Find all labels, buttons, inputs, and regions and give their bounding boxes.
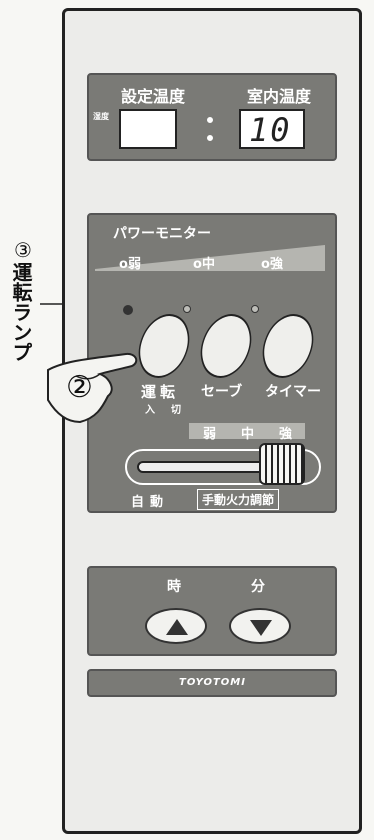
humidity-label: 湿度 xyxy=(93,112,109,121)
save-lamp xyxy=(183,305,191,313)
up-triangle-icon xyxy=(166,619,188,635)
step-2-badge: ② xyxy=(66,370,93,405)
down-triangle-icon xyxy=(250,620,272,636)
minute-label: 分 xyxy=(251,579,265,595)
room-temperature-value: 10 xyxy=(249,111,292,149)
run-button-label: 運転 xyxy=(141,383,180,401)
slider-scale-mid: 中 xyxy=(241,427,255,442)
power-level-high: o強 xyxy=(261,257,283,272)
room-temperature-display: 10 xyxy=(239,109,305,149)
save-button[interactable] xyxy=(191,306,261,386)
room-temperature-label: 室内温度 xyxy=(247,87,312,106)
brand-strip: TOYOTOMI xyxy=(87,669,337,697)
timer-button-label: タイマー xyxy=(265,384,321,400)
power-level-mid: o中 xyxy=(193,257,215,272)
manual-power-label: 手動火力調節 xyxy=(197,489,280,510)
timer-lamp xyxy=(251,305,259,313)
temperature-display-section: 設定温度 室内温度 湿度 10 xyxy=(87,73,337,161)
minute-down-button[interactable] xyxy=(229,608,291,644)
run-on-label: 入 xyxy=(145,405,155,416)
run-lamp-callout-text: 運転ランプ xyxy=(9,262,33,362)
slider-scale-low: 弱 xyxy=(203,427,217,442)
save-button-label: セーブ xyxy=(201,384,243,400)
slider-scale-high: 強 xyxy=(279,427,293,442)
slider-scale-bar xyxy=(189,423,305,439)
timer-button[interactable] xyxy=(253,306,323,386)
brand-logo: TOYOTOMI xyxy=(179,677,246,688)
set-temperature-display xyxy=(119,109,177,149)
time-key-section: 時 分 xyxy=(87,566,337,656)
colon-dot-lower xyxy=(207,135,213,141)
colon-dot-upper xyxy=(207,117,213,123)
hour-label: 時 xyxy=(167,579,181,595)
set-temperature-label: 設定温度 xyxy=(121,87,186,106)
run-lamp-callout-number: ③ xyxy=(14,238,32,262)
power-monitor-title: パワーモニター xyxy=(113,226,211,242)
hour-up-button[interactable] xyxy=(145,608,207,644)
power-level-low: o弱 xyxy=(119,257,141,272)
run-lamp xyxy=(123,305,133,315)
power-slider-knob[interactable] xyxy=(259,443,305,485)
pointing-hand-icon xyxy=(47,352,138,424)
auto-label: 自動 xyxy=(131,495,170,510)
power-level-wedge xyxy=(95,245,325,271)
run-off-label: 切 xyxy=(171,405,181,416)
